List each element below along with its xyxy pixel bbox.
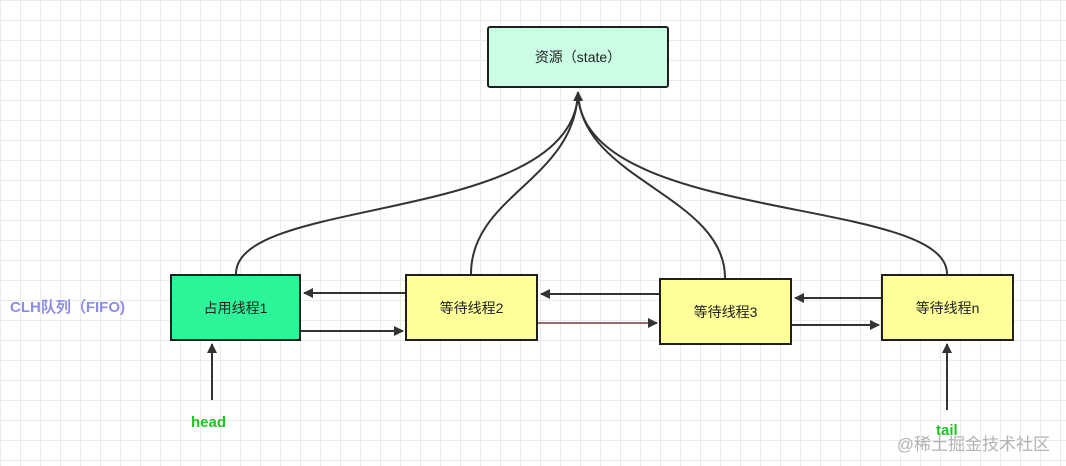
resource-state-box: 资源（state） [487,26,669,88]
thread-box-waiting-2: 等待线程2 [405,274,538,341]
watermark: @稀土掘金技术社区 [896,435,1050,454]
thread-label: 等待线程3 [693,303,758,320]
tail-label: tail [936,422,958,439]
head-label: head [191,414,227,431]
thread-box-waiting-3: 等待线程3 [659,278,792,345]
thread-box-owner: 占用线程1 [170,274,301,341]
link-thread1-resource [235,91,579,275]
thread-box-waiting-n: 等待线程n [881,274,1014,341]
thread-label: 等待线程2 [439,299,504,316]
queue-label: CLH队列（FIFO) [10,299,125,316]
thread-label: 等待线程n [915,299,980,316]
link-threadn-resource [573,91,948,275]
link-thread3-resource [577,91,726,279]
resource-label: 资源（state） [534,49,622,65]
link-thread2-resource [470,91,579,275]
thread-label: 占用线程1 [203,299,268,316]
